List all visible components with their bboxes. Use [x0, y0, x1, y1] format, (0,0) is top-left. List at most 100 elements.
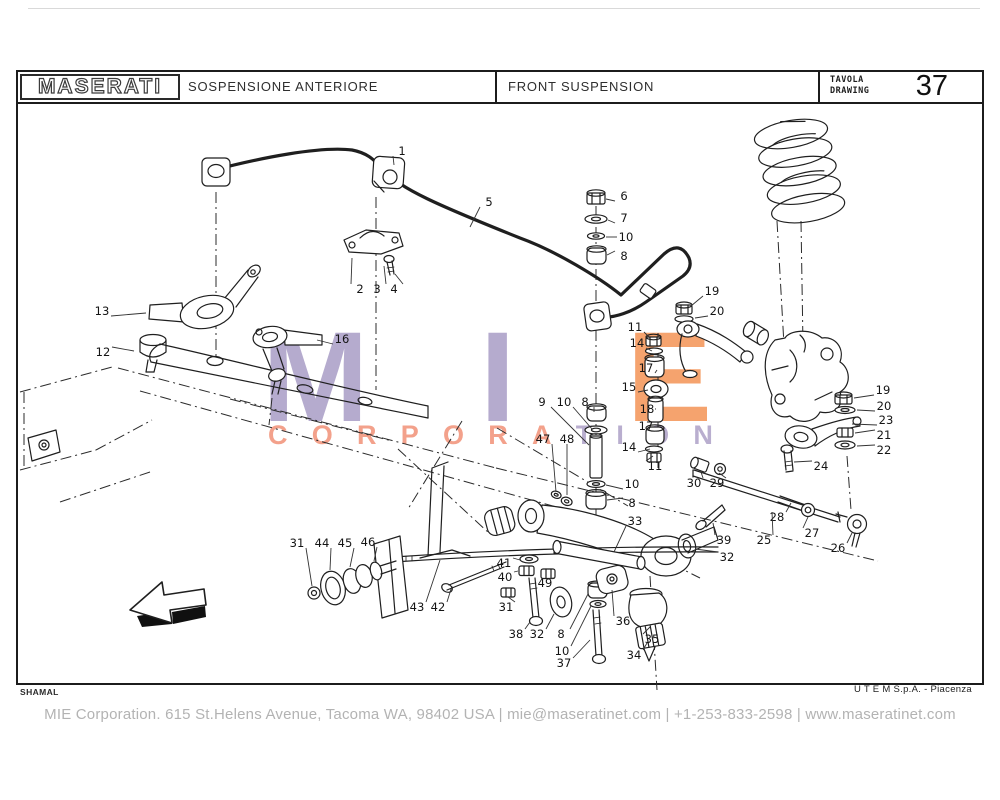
leader-line-27	[802, 516, 809, 529]
leader-line-32	[545, 613, 555, 630]
part-label-47: 47	[536, 432, 551, 446]
leader-line-15	[637, 389, 649, 393]
part-label-1: 1	[398, 144, 405, 158]
leader-line-36	[611, 589, 615, 617]
leader-line-13	[110, 312, 147, 317]
watermark-letter: I	[479, 306, 516, 449]
drawing-number: 37	[915, 70, 948, 102]
part-label-37: 37	[557, 656, 572, 670]
leader-line-2	[350, 257, 353, 285]
part-label-26: 26	[831, 541, 846, 555]
part-label-8: 8	[628, 496, 635, 510]
part-label-2: 2	[356, 282, 363, 296]
part-label-18: 18	[640, 402, 655, 416]
part-label-32: 32	[530, 627, 545, 641]
leader-line-46	[373, 546, 378, 562]
part-label-44: 44	[315, 536, 330, 550]
part-label-19: 19	[705, 284, 720, 298]
part-label-8: 8	[557, 627, 564, 641]
leader-line-49	[547, 577, 555, 580]
direction-arrow	[129, 581, 207, 627]
watermark-letter: C	[268, 420, 288, 450]
part-label-32: 32	[720, 550, 735, 564]
part-label-20: 20	[710, 304, 725, 318]
leader-line-31	[507, 596, 516, 603]
part-label-20: 20	[877, 399, 892, 413]
strut-rod	[307, 535, 719, 619]
sway-bar	[201, 147, 692, 332]
center-link	[149, 343, 429, 419]
part-label-10: 10	[619, 230, 634, 244]
part-label-34: 34	[627, 648, 642, 662]
part-label-14: 14	[622, 440, 637, 454]
leader-line-28	[785, 502, 792, 513]
leader-line-23	[851, 423, 878, 426]
maserati-logo: MASERATI	[20, 74, 180, 100]
part-label-22: 22	[877, 443, 892, 457]
leader-line-5	[469, 206, 481, 228]
leader-line-24	[793, 460, 813, 463]
part-label-10: 10	[555, 644, 570, 658]
frame-bracket-center	[419, 461, 471, 559]
part-label-13: 13	[95, 304, 110, 318]
leader-line-14	[637, 448, 651, 453]
leader-line-8	[606, 250, 616, 256]
leader-line-8	[569, 593, 589, 630]
link-top-fasteners	[584, 189, 608, 265]
part-label-30: 30	[687, 476, 702, 490]
header-band: MASERATI SOSPENSIONE ANTERIORE FRONT SUS…	[18, 70, 982, 104]
part-label-11: 11	[648, 459, 663, 473]
part-label-10: 10	[625, 477, 640, 491]
part-label-29: 29	[710, 476, 725, 490]
leader-line-26	[846, 532, 853, 544]
model-name: SHAMAL	[20, 687, 59, 697]
part-label-36: 36	[616, 614, 631, 628]
leader-line-39	[712, 522, 716, 536]
part-label-12: 12	[96, 345, 111, 359]
part-label-31: 31	[290, 536, 305, 550]
arm-shaft-assembly	[552, 539, 668, 662]
part-label-3: 3	[373, 282, 380, 296]
steering-knuckle	[764, 330, 849, 422]
part-label-9: 9	[538, 395, 545, 409]
washer-27	[800, 502, 816, 518]
dealer-contact-line: MIE Corporation. 615 St.Helens Avenue, T…	[44, 706, 956, 723]
relay-lever	[674, 301, 754, 379]
part-label-23: 23	[879, 413, 894, 427]
clamp-bracket	[343, 229, 404, 276]
tie-rod	[690, 456, 868, 548]
part-shapes	[27, 118, 868, 665]
leader-line-9	[550, 406, 590, 446]
sway-bar-eye	[583, 301, 612, 332]
leader-line-30	[700, 471, 704, 479]
leader-line-25	[771, 511, 774, 536]
part-label-33: 33	[628, 514, 643, 528]
part-label-8: 8	[620, 249, 627, 263]
part-label-43: 43	[410, 600, 425, 614]
part-label-8: 8	[581, 395, 588, 409]
part-label-15: 15	[622, 380, 637, 394]
drawing-frame: MASERATI SOSPENSIONE ANTERIORE FRONT SUS…	[16, 70, 984, 685]
leader-line-1	[392, 155, 395, 166]
part-label-24: 24	[814, 459, 829, 473]
leader-line-20	[694, 315, 709, 319]
pivot-washers	[550, 490, 573, 507]
sway-bar-end-bushing	[201, 157, 231, 187]
leader-line-14	[645, 347, 653, 352]
part-label-6: 6	[620, 189, 627, 203]
maserati-logo-text: MASERATI	[37, 74, 163, 98]
part-label-17: 17	[639, 361, 654, 375]
part-label-7: 7	[620, 211, 627, 225]
leader-line-12	[111, 346, 135, 352]
part-label-45: 45	[338, 536, 353, 550]
shock-mount	[742, 320, 770, 346]
leader-line-16	[316, 339, 334, 345]
part-label-5: 5	[485, 195, 492, 209]
part-label-14: 14	[630, 336, 645, 350]
part-label-42: 42	[431, 600, 446, 614]
leader-line-3	[383, 265, 387, 285]
part-label-21: 21	[877, 428, 892, 442]
leader-line-45	[349, 547, 355, 568]
